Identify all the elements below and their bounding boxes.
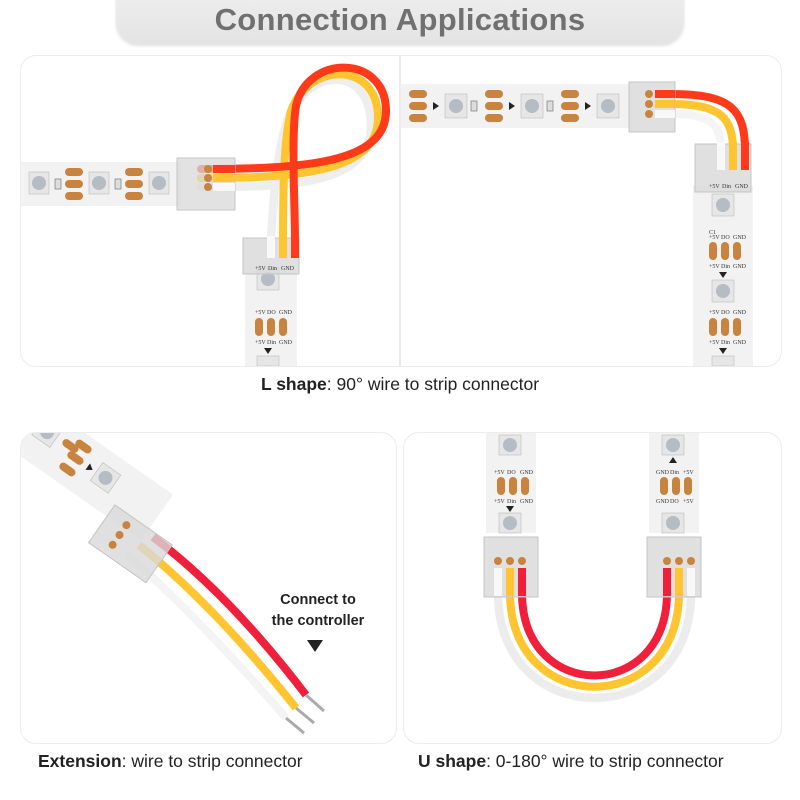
svg-text:+5V: +5V [255,340,266,346]
extension-caption-text: : wire to strip connector [121,751,303,771]
svg-text:Din: Din [268,266,277,272]
svg-text:Din: Din [722,184,731,190]
svg-text:GND: GND [520,470,534,476]
controller-note-line2: the controller [271,613,365,629]
svg-text:GND: GND [733,340,747,346]
u-shape-caption-text: : 0-180° wire to strip connector [486,751,724,771]
loop-wires [196,63,391,246]
u-shape-caption: U shape: 0-180° wire to strip connector [418,751,724,772]
led-strip-horizontal-left [21,162,181,206]
l-shape-caption: L shape: 90° wire to strip connector [0,374,800,395]
svg-text:GND: GND [733,310,747,316]
svg-text:GND: GND [735,184,749,190]
extension-caption-title: Extension [38,751,122,771]
led-strip-horizontal-right [401,84,631,128]
controller-note: Connect to the controller [248,590,388,632]
panel-divider [399,56,401,366]
extension-panel [20,432,397,744]
u-wires [493,592,696,703]
connector-extension [87,504,173,584]
connector-u-left [483,536,539,598]
title-banner: Connection Applications [116,0,684,44]
svg-text:+5V: +5V [709,235,720,241]
svg-text:Din: Din [721,264,730,270]
svg-text:C1: C1 [709,230,716,236]
svg-text:GND: GND [279,340,293,346]
svg-text:+5V: +5V [494,499,505,505]
down-arrow-icon [307,640,323,652]
connector-left-horizontal [176,157,236,211]
connector-right-horizontal [628,81,676,133]
svg-text:+5V: +5V [709,184,720,190]
svg-text:GND: GND [733,235,747,241]
l-shape-caption-text: : 90° wire to strip connector [326,374,540,394]
svg-text:GND: GND [656,499,670,505]
svg-text:+5V: +5V [683,499,694,505]
svg-text:+5V: +5V [709,340,720,346]
svg-text:+5V: +5V [255,266,266,272]
svg-text:Din: Din [267,340,276,346]
svg-text:+5V: +5V [709,310,720,316]
led-strip-diagonal [21,433,174,541]
svg-text:DO: DO [267,310,276,316]
svg-text:DO: DO [721,310,730,316]
connector-u-right [646,536,702,598]
svg-text:Din: Din [507,499,516,505]
svg-text:+5V: +5V [683,470,694,476]
svg-text:+5V: +5V [709,264,720,270]
svg-text:Din: Din [721,340,730,346]
extension-illustration [21,433,325,735]
svg-text:GND: GND [520,499,534,505]
controller-note-line1: Connect to [280,592,356,608]
svg-text:GND: GND [733,264,747,270]
svg-text:Din: Din [670,470,679,476]
svg-text:GND: GND [656,470,670,476]
svg-text:DO: DO [670,499,679,505]
svg-text:GND: GND [281,266,295,272]
l-shape-caption-title: L shape [260,374,327,394]
u-shape-caption-title: U shape [418,751,487,771]
svg-text:+5V: +5V [255,310,266,316]
svg-text:DO: DO [507,470,516,476]
svg-text:+5V: +5V [494,470,505,476]
svg-text:DO: DO [721,235,730,241]
svg-text:GND: GND [279,310,293,316]
page-title: Connection Applications [214,2,586,37]
extension-caption: Extension: wire to strip connector [38,751,303,772]
